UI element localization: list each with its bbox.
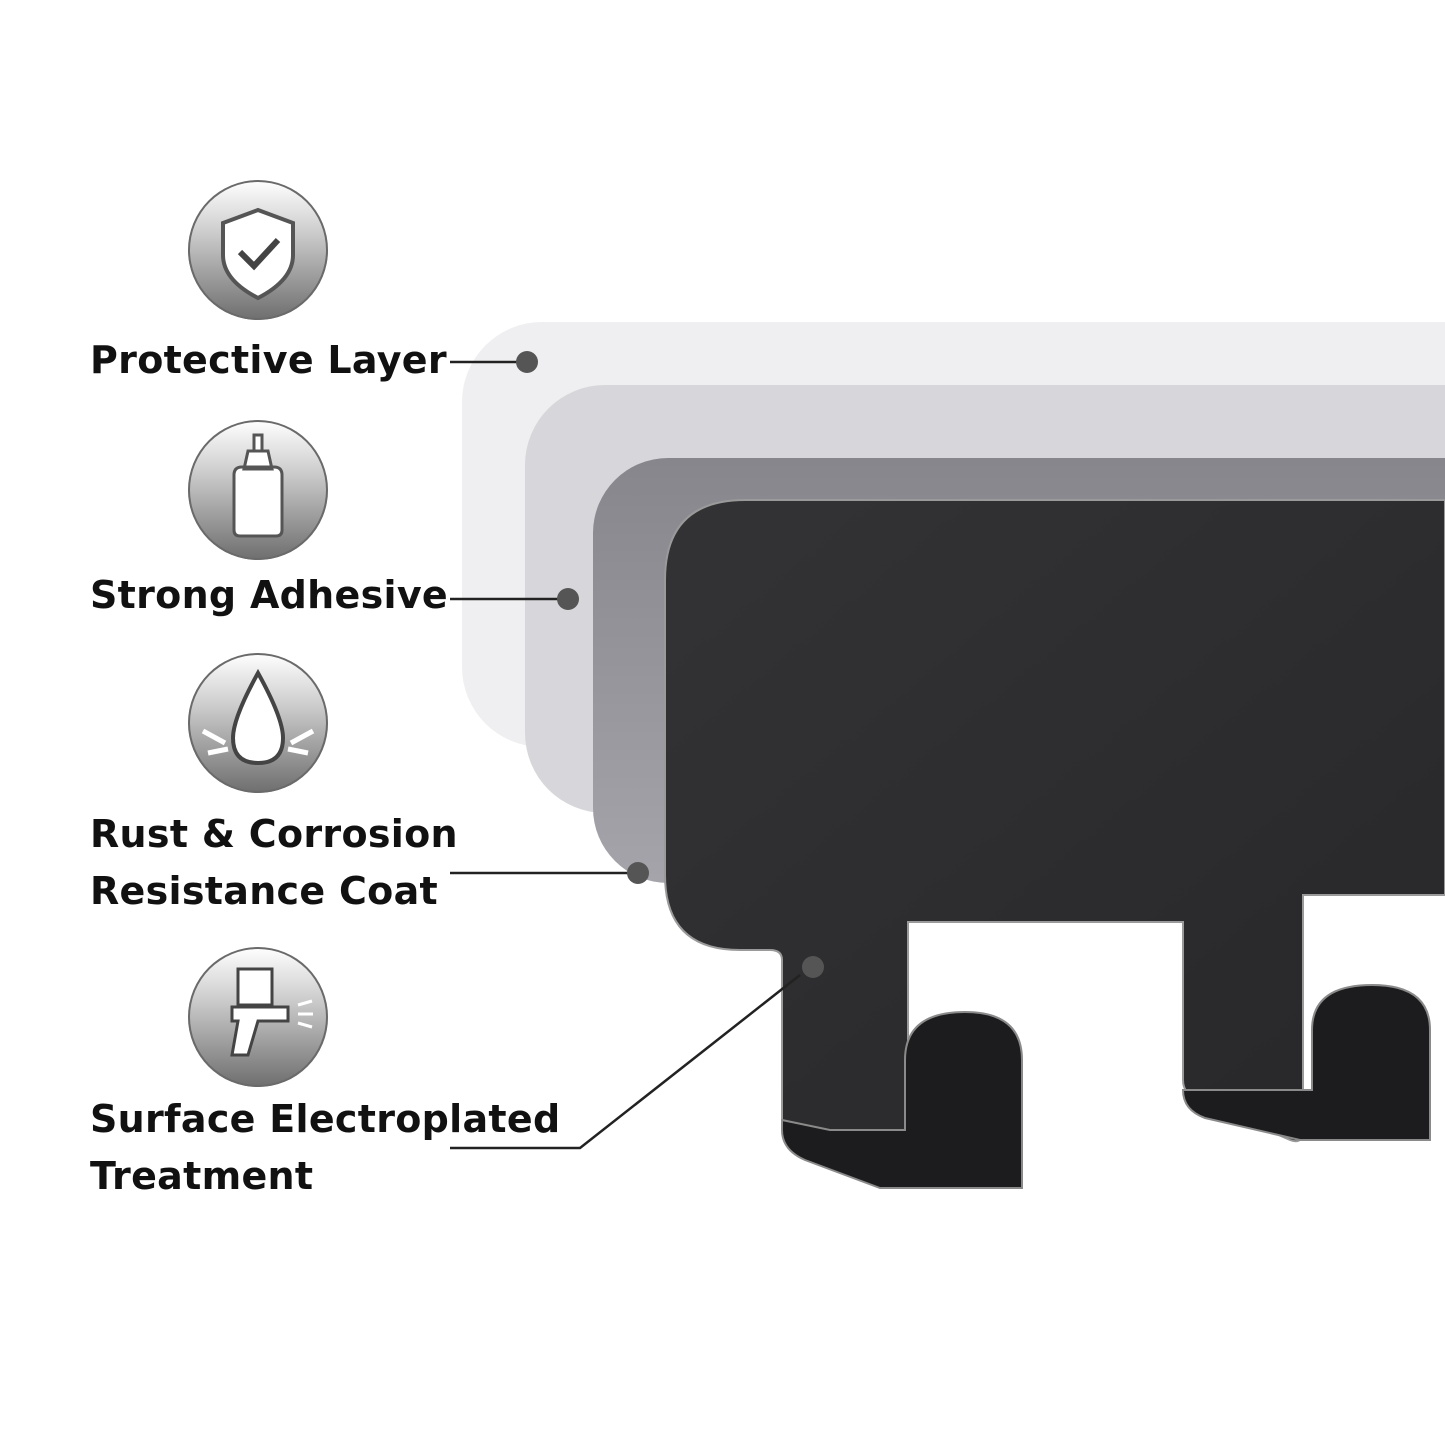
spray-gun-icon bbox=[188, 947, 328, 1087]
label-line: Protective Layer bbox=[90, 338, 447, 382]
shield-check-icon bbox=[188, 180, 328, 320]
label-line: Surface Electroplated bbox=[90, 1097, 561, 1141]
glue-bottle-icon bbox=[188, 420, 328, 560]
feature-label-protective-layer: Protective Layer bbox=[90, 332, 447, 389]
hook-right bbox=[1181, 983, 1431, 1141]
pointer-lines bbox=[450, 360, 801, 1150]
label-line: Strong Adhesive bbox=[90, 573, 448, 617]
water-drop-icon bbox=[188, 653, 328, 793]
label-line: Rust & Corrosion bbox=[90, 812, 458, 856]
label-line: Resistance Coat bbox=[90, 869, 438, 913]
feature-label-strong-adhesive: Strong Adhesive bbox=[90, 567, 448, 624]
pointer-dots bbox=[516, 351, 824, 978]
hook-left bbox=[781, 1010, 1023, 1189]
label-line: Treatment bbox=[90, 1154, 314, 1198]
